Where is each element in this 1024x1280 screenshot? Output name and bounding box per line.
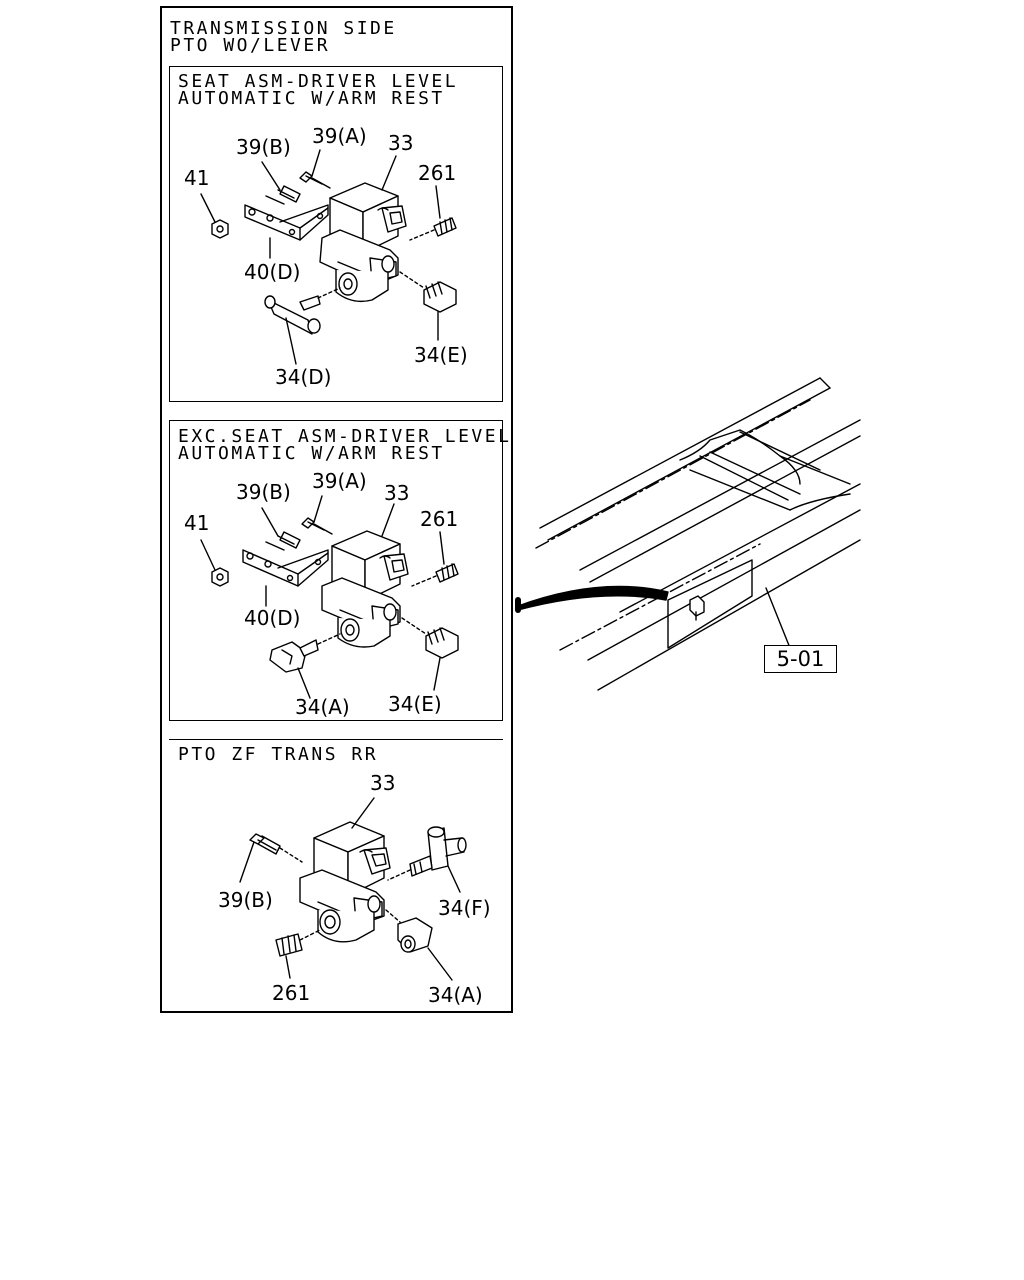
panel2-title-line2: AUTOMATIC W/ARM REST bbox=[178, 443, 445, 464]
panel3-parts bbox=[249, 826, 467, 957]
chassis-frame bbox=[535, 377, 861, 691]
panel1-callout-39a: 39(A) bbox=[312, 124, 367, 148]
panel2-callout-40d: 40(D) bbox=[244, 606, 301, 630]
panel-exc-seat-asm bbox=[169, 420, 503, 721]
panel2-callout-34a: 34(A) bbox=[295, 695, 350, 719]
pointer-arrow bbox=[517, 585, 669, 611]
panel1-solenoid-valve bbox=[319, 182, 407, 303]
panel-divider bbox=[169, 739, 503, 740]
panel3-callout-261: 261 bbox=[272, 981, 311, 1005]
panel2-leaders bbox=[200, 495, 445, 699]
panel1-title-line1: SEAT ASM-DRIVER LEVEL bbox=[178, 71, 459, 92]
panel3-callout-33: 33 bbox=[370, 771, 396, 795]
panel2-title-line1: EXC.SEAT ASM-DRIVER LEVEL bbox=[178, 426, 512, 447]
outer-frame bbox=[160, 6, 513, 1013]
panel2-bolts bbox=[211, 517, 459, 587]
panel3-leaders bbox=[239, 797, 461, 981]
panel1-callout-40d: 40(D) bbox=[244, 260, 301, 284]
outer-title-line1: TRANSMISSION SIDE bbox=[170, 18, 397, 39]
panel1-leaders bbox=[200, 149, 441, 365]
panel2-elbow-34a bbox=[269, 633, 341, 673]
panel2-callout-34e: 34(E) bbox=[388, 692, 442, 716]
panel1-callout-261: 261 bbox=[418, 161, 457, 185]
panel1-elbow-34e bbox=[399, 271, 457, 313]
panel3-title: PTO ZF TRANS RR bbox=[178, 744, 379, 765]
panel2-callout-39b: 39(B) bbox=[236, 480, 291, 504]
panel2-callout-261: 261 bbox=[420, 507, 459, 531]
panel1-tube-34d bbox=[264, 287, 341, 335]
outer-title-line2: PTO WO/LEVER bbox=[170, 35, 331, 56]
panel1-callout-41: 41 bbox=[184, 166, 210, 190]
panel2-callout-41: 41 bbox=[184, 511, 210, 535]
panel2-callout-39a: 39(A) bbox=[312, 469, 367, 493]
panel1-callout-34d: 34(D) bbox=[275, 365, 332, 389]
panel2-elbow-34e bbox=[401, 617, 459, 659]
panel1-callout-34e: 34(E) bbox=[414, 343, 468, 367]
panel3-solenoid-valve bbox=[299, 821, 391, 943]
panel2-bracket bbox=[242, 549, 329, 587]
panel1-callout-39b: 39(B) bbox=[236, 135, 291, 159]
panel2-callout-33: 33 bbox=[384, 481, 410, 505]
panel-seat-asm bbox=[169, 66, 503, 402]
panel3-callout-34f: 34(F) bbox=[438, 896, 491, 920]
reference-box-5-01[interactable]: 5-01 bbox=[764, 645, 837, 673]
panel2-solenoid-valve bbox=[321, 530, 409, 648]
panel1-title-line2: AUTOMATIC W/ARM REST bbox=[178, 88, 445, 109]
panel1-bracket bbox=[244, 204, 329, 241]
panel3-callout-39b: 39(B) bbox=[218, 888, 273, 912]
panel3-callout-34a: 34(A) bbox=[428, 983, 483, 1007]
panel1-callout-33: 33 bbox=[388, 131, 414, 155]
reference-leader bbox=[765, 587, 791, 649]
